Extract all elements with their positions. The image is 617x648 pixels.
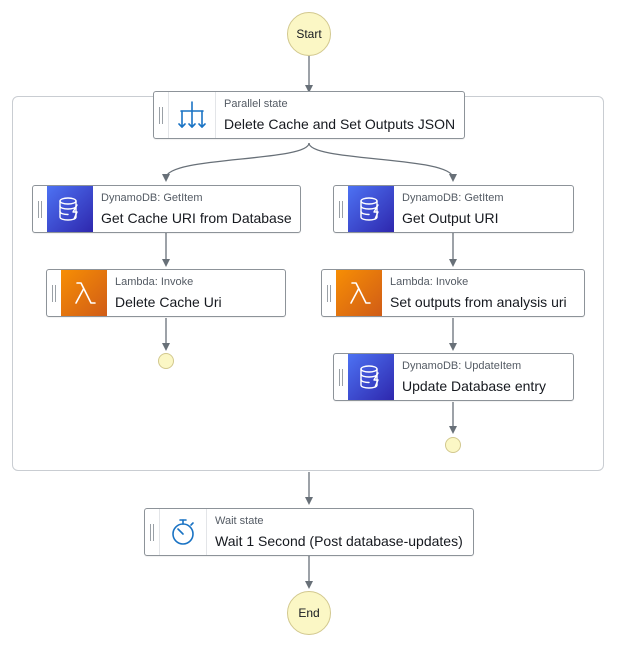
connector-parallel-left xyxy=(162,142,310,182)
state-get-cache-uri[interactable]: DynamoDB: GetItem Get Cache URI from Dat… xyxy=(32,185,301,233)
start-node[interactable]: Start xyxy=(287,12,331,56)
dynamodb-icon xyxy=(348,186,394,232)
state-set-outputs[interactable]: Lambda: Invoke Set outputs from analysis… xyxy=(321,269,585,317)
node-type-label: Lambda: Invoke xyxy=(390,276,469,288)
node-type-label: DynamoDB: GetItem xyxy=(101,192,203,204)
end-node[interactable]: End xyxy=(287,591,331,635)
drag-handle[interactable] xyxy=(154,92,168,138)
node-name-label: Delete Cache Uri xyxy=(115,294,222,310)
parallel-state-node[interactable]: Parallel state Delete Cache and Set Outp… xyxy=(153,91,465,139)
node-type-label: Parallel state xyxy=(224,98,288,110)
drag-handle[interactable] xyxy=(33,186,47,232)
state-delete-cache-uri[interactable]: Lambda: Invoke Delete Cache Uri xyxy=(46,269,286,317)
node-name-label: Update Database entry xyxy=(402,378,546,394)
node-name-label: Get Cache URI from Database xyxy=(101,210,292,226)
node-type-label: Wait state xyxy=(215,515,264,527)
node-type-label: DynamoDB: GetItem xyxy=(402,192,504,204)
wait-state-node[interactable]: Wait state Wait 1 Second (Post database-… xyxy=(144,508,474,556)
stopwatch-icon xyxy=(159,509,207,555)
node-name-label: Delete Cache and Set Outputs JSON xyxy=(224,116,456,132)
node-name-label: Set outputs from analysis uri xyxy=(390,294,567,310)
lambda-icon xyxy=(336,270,382,316)
drag-handle[interactable] xyxy=(334,354,348,400)
node-type-label: Lambda: Invoke xyxy=(115,276,194,288)
dynamodb-icon xyxy=(348,354,394,400)
node-name-label: Wait 1 Second (Post database-updates) xyxy=(215,533,463,549)
drag-handle[interactable] xyxy=(322,270,336,316)
lambda-icon xyxy=(61,270,107,316)
node-name-label: Get Output URI xyxy=(402,210,499,226)
state-get-output-uri[interactable]: DynamoDB: GetItem Get Output URI xyxy=(333,185,574,233)
start-label: Start xyxy=(296,27,322,41)
node-type-label: DynamoDB: UpdateItem xyxy=(402,360,522,372)
drag-handle[interactable] xyxy=(334,186,348,232)
state-update-database-entry[interactable]: DynamoDB: UpdateItem Update Database ent… xyxy=(333,353,574,401)
dynamodb-icon xyxy=(47,186,93,232)
connector-parallel-right xyxy=(308,142,457,182)
drag-handle[interactable] xyxy=(47,270,61,316)
branch-end-right xyxy=(445,437,461,453)
branch-end-left xyxy=(158,353,174,369)
parallel-icon xyxy=(168,92,216,138)
end-label: End xyxy=(298,606,320,620)
drag-handle[interactable] xyxy=(145,509,159,555)
